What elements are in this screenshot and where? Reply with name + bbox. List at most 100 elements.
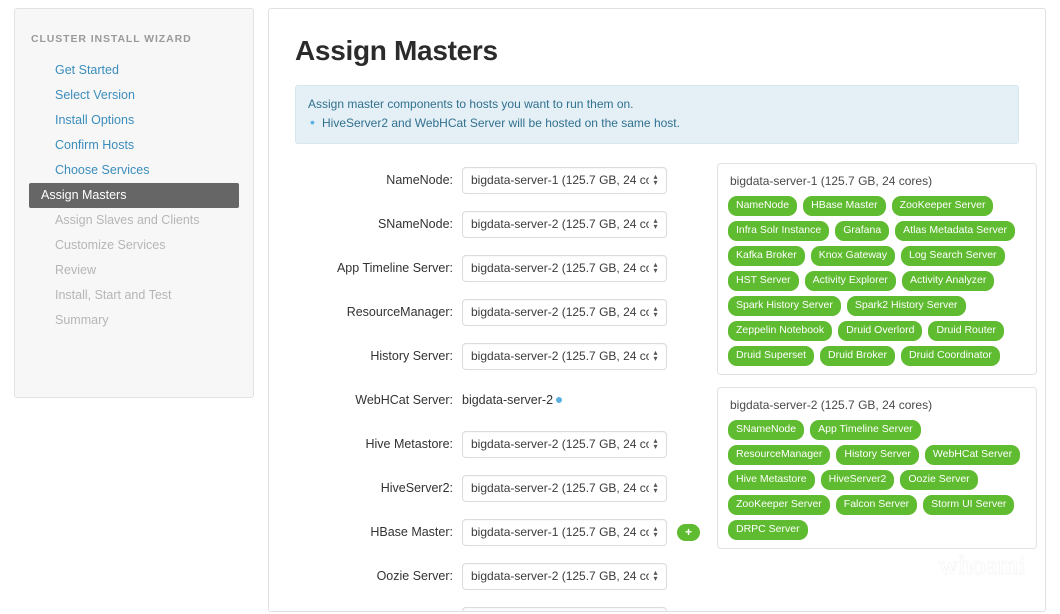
host-static-value-wrap: bigdata-server-2 (462, 393, 563, 407)
component-badge: Knox Gateway (810, 246, 895, 266)
assign-label: History Server: (370, 349, 453, 363)
component-badge: ZooKeeper Server (728, 495, 830, 515)
assign-row: Oozie Server: bigdata-server-2 (125.7 GB,… (287, 554, 717, 598)
sidebar-item-review: Review (55, 263, 96, 277)
component-badge: WebHCat Server (924, 445, 1021, 465)
component-badge: Infra Solr Instance (728, 221, 830, 241)
component-badge: History Server (836, 445, 919, 465)
component-badge: SNameNode (728, 420, 805, 440)
component-badge: Grafana (835, 221, 890, 241)
assign-label: App Timeline Server: (336, 261, 453, 275)
wizard-title: CLUSTER INSTALL WIZARD (31, 33, 192, 45)
sidebar-item-choose-services[interactable]: Choose Services (55, 163, 150, 177)
assign-row: Hive Metastore: bigdata-server-2 (125.7 G… (287, 422, 717, 466)
component-badge: Druid Coordinator (900, 346, 1000, 366)
chevron-updown-icon: ▴▾ (653, 480, 658, 495)
component-badge: Druid Router (928, 321, 1004, 341)
host-select-value: bigdata-server-2 (125.7 GB, 24 cores) (471, 349, 649, 363)
host-select[interactable]: bigdata-server-1 (125.7 GB, 24 cores)▴▾ (462, 518, 667, 546)
component-badge: Activity Analyzer (901, 271, 995, 291)
host-select-value: bigdata-server-2 (125.7 GB, 24 cores) (471, 437, 649, 451)
chevron-updown-icon: ▴▾ (653, 524, 658, 539)
assign-masters-body: NameNode: bigdata-server-1 (125.7 GB, 24 … (269, 158, 1045, 613)
component-badge: ZooKeeper Server (891, 196, 994, 216)
component-badge: App Timeline Server (810, 420, 921, 440)
chevron-updown-icon: ▴▾ (653, 304, 658, 319)
chevron-updown-icon: ▴▾ (653, 260, 658, 275)
host-select[interactable]: bigdata-server-2 (125.7 GB, 24 cores) ▴▾ (462, 430, 667, 458)
assign-row: History Server: bigdata-server-2 (125.7 G… (287, 334, 717, 378)
host-select[interactable]: bigdata-server-2 (125.7 GB, 24 cores)▴▾ (462, 474, 667, 502)
host-select[interactable]: bigdata-server-2 (125.7 GB, 24 cores)▴▾ (462, 210, 667, 238)
alert-line-1: Assign master components to hosts you wa… (308, 97, 634, 111)
host-select[interactable]: bigdata-server-1 (125.7 GB, 24 cores)▴▾ (462, 606, 667, 611)
assign-row: App Timeline Server: bigdata-server-2 (12… (287, 246, 717, 290)
assign-row: SNameNode: bigdata-server-2 (125.7 GB, 24… (287, 202, 717, 246)
host-select-value: bigdata-server-1 (125.7 GB, 24 cores) (471, 173, 649, 187)
assign-label: NameNode: (386, 173, 453, 187)
host-select[interactable]: bigdata-server-2 (125.7 GB, 24 cores)▴▾ (462, 342, 667, 370)
component-badge: HBase Master (803, 196, 886, 216)
component-badge: Spark History Server (728, 296, 841, 316)
component-badge: Atlas Metadata Server (895, 221, 1016, 241)
assign-row: NameNode: bigdata-server-1 (125.7 GB, 24 … (287, 158, 717, 202)
sidebar-item-install-options[interactable]: Install Options (55, 113, 135, 127)
component-badge: HiveServer2 (820, 470, 895, 490)
info-dot-icon (556, 396, 563, 403)
component-badge: Kafka Broker (728, 246, 805, 266)
add-host-button[interactable]: + (677, 523, 700, 541)
host-select[interactable]: bigdata-server-1 (125.7 GB, 24 cores) ▴▾ (462, 166, 667, 194)
assign-label: HBase Master: (370, 525, 453, 539)
component-badge: Zeppelin Notebook (728, 321, 833, 341)
component-badge: ResourceManager (728, 445, 831, 465)
host-select[interactable]: bigdata-server-2 (125.7 GB, 24 cores) ▴▾ (462, 298, 667, 326)
chevron-updown-icon: ▴▾ (653, 172, 658, 187)
component-badge: Hive Metastore (728, 470, 815, 490)
host-panel: bigdata-server-1 (125.7 GB, 24 cores) Nam… (717, 163, 1037, 375)
assign-label: HiveServer2: (380, 481, 453, 495)
component-badge: Druid Superset (728, 346, 815, 366)
component-badge: HST Server (728, 271, 799, 291)
sidebar-item-get-started[interactable]: Get Started (55, 63, 119, 77)
host-select[interactable]: bigdata-server-2 (125.7 GB, 24 cores)▴▾ (462, 562, 667, 590)
chevron-updown-icon: ▴▾ (653, 216, 658, 231)
host-select-value: bigdata-server-2 (125.7 GB, 24 cores) (471, 305, 649, 319)
host-select-value: bigdata-server-2 (125.7 GB, 24 cores) (471, 261, 649, 275)
sidebar-item-assign-masters[interactable]: Assign Masters (29, 183, 239, 208)
assign-row: ZooKeeper Server:bigdata-server-1 (125.7… (287, 598, 717, 613)
assign-label: Hive Metastore: (365, 437, 453, 451)
page-title: Assign Masters (295, 35, 498, 66)
assign-row: WebHCat Server: bigdata-server-2 (287, 378, 717, 422)
info-alert: Assign master components to hosts you wa… (295, 85, 1019, 144)
component-badge: Druid Broker (820, 346, 895, 366)
sidebar-item-customize-services: Customize Services (55, 238, 166, 252)
sidebar-item-confirm-hosts[interactable]: Confirm Hosts (55, 138, 135, 152)
sidebar-item-install-start-and-test: Install, Start and Test (55, 288, 172, 302)
assign-label: Oozie Server: (376, 569, 453, 583)
host-select-value: bigdata-server-2 (125.7 GB, 24 cores) (471, 569, 649, 583)
component-badge: Spark2 History Server (846, 296, 966, 316)
component-badge: Oozie Server (900, 470, 978, 490)
assign-row: HBase Master: bigdata-server-1 (125.7 GB,… (287, 510, 717, 554)
sidebar-item-select-version[interactable]: Select Version (55, 88, 135, 102)
add-host-button[interactable]: + (677, 612, 700, 613)
host-panel: bigdata-server-2 (125.7 GB, 24 cores)SNa… (717, 387, 1037, 549)
host-panel-title: bigdata-server-1 (125.7 GB, 24 cores) (730, 174, 933, 188)
component-badge: NameNode (728, 196, 798, 216)
assign-label: WebHCat Server: (355, 393, 453, 407)
alert-line-2: HiveServer2 and WebHCat Server will be h… (308, 114, 1006, 132)
component-badge: Falcon Server (835, 495, 918, 515)
host-static-value: bigdata-server-2 (462, 393, 554, 407)
assign-row: ResourceManager:bigdata-server-2 (125.7 … (287, 290, 717, 334)
host-select[interactable]: bigdata-server-2 (125.7 GB, 24 cores) ▴▾ (462, 254, 667, 282)
component-badge: Log Search Server (901, 246, 1005, 266)
main-panel: Assign Masters Assign master components … (268, 8, 1046, 612)
assign-label: SNameNode: (377, 217, 453, 231)
sidebar-item-summary: Summary (55, 313, 109, 327)
chevron-updown-icon: ▴▾ (653, 436, 658, 451)
